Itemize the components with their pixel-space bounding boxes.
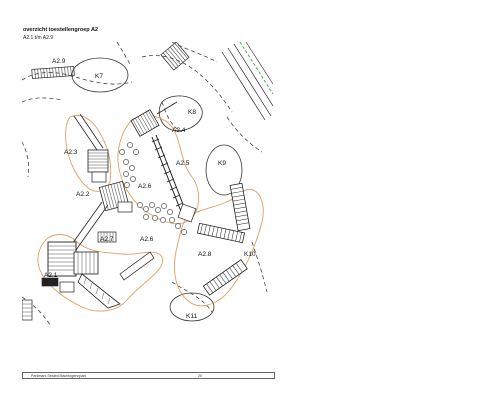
label-a25: A2.5 [176,160,190,167]
label-a26-lower: A2.6 [140,236,154,243]
label-a29: A2.9 [52,58,66,65]
area-k7-outline [71,57,129,93]
equipment-a28 [196,222,246,244]
label-k7: K7 [95,73,103,80]
equipment-k10 [229,182,251,232]
label-k8: K8 [188,109,196,116]
equipment-a21 [41,241,155,309]
equipment-a27 [69,201,117,251]
page-title: overzicht toestellengroep A2 [23,27,98,33]
equipment-a23 [73,113,109,183]
equipment-rail-structure [221,42,273,121]
footer-text: Parkmark Sealed Machtogennpark [31,373,87,378]
area-k11-outline [169,292,215,322]
equipment-a22 [98,180,133,213]
site-plan-drawing: A2.9 K7 K8 A2.4 A2.3 A2.5 K9 A2.6 A2.2 A… [22,42,273,325]
site-plan-svg: A2.9 K7 K8 A2.4 A2.3 A2.5 K9 A2.6 A2.2 A… [22,42,273,325]
page-subtitle: A2.1 t/m A2.9 [23,35,54,41]
page-number: 20 [198,373,202,378]
area-k9-outline [205,144,243,196]
equipment-a25 [151,134,197,223]
equipment-top-block [160,42,190,71]
page-footer: Parkmark Sealed Machtogennpark 20 [22,372,275,379]
equipment-lower-bench [202,259,248,296]
label-a27: A2.7 [100,236,114,243]
label-a21: A2.1 [44,272,58,279]
label-k11: K11 [186,313,197,320]
label-a26: A2.6 [138,183,152,190]
label-a28: A2.8 [198,251,212,258]
equipment-a29 [31,66,75,79]
equipment-a26-stepping-stones [119,142,187,235]
label-k9: K9 [218,160,226,167]
label-a22: A2.2 [76,191,90,198]
equipment-bottom-left [22,299,33,321]
label-a23: A2.3 [64,149,78,156]
label-k10: K10 [244,251,256,258]
equipment-a24 [130,101,178,137]
label-a24: A2.4 [172,127,186,134]
